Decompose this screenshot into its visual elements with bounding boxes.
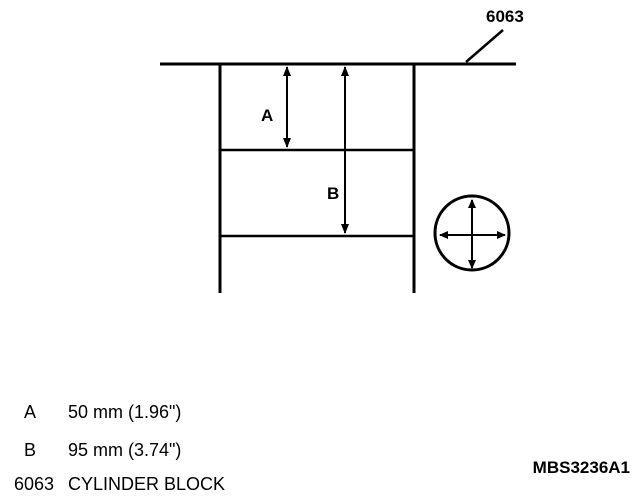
legend-text: 50 mm (1.96") (68, 402, 182, 422)
legend-key: 6063 (13, 474, 55, 494)
legend-text: 95 mm (3.74") (68, 440, 182, 460)
legend-key: B (23, 440, 36, 460)
figure-code: MBS3236A1 (532, 458, 630, 477)
bore-crosshair-symbol-icon (433, 194, 511, 272)
dimension-a-arrow (283, 66, 291, 148)
part-callout-label: 6063 (486, 7, 524, 26)
legend-key: A (23, 402, 36, 422)
dimension-a-label: A (261, 106, 273, 125)
callout-leader-line (465, 29, 504, 63)
dimension-b-arrow (341, 66, 349, 234)
legend-text: CYLINDER BLOCK (68, 474, 226, 494)
dimension-b-label: B (327, 184, 339, 203)
